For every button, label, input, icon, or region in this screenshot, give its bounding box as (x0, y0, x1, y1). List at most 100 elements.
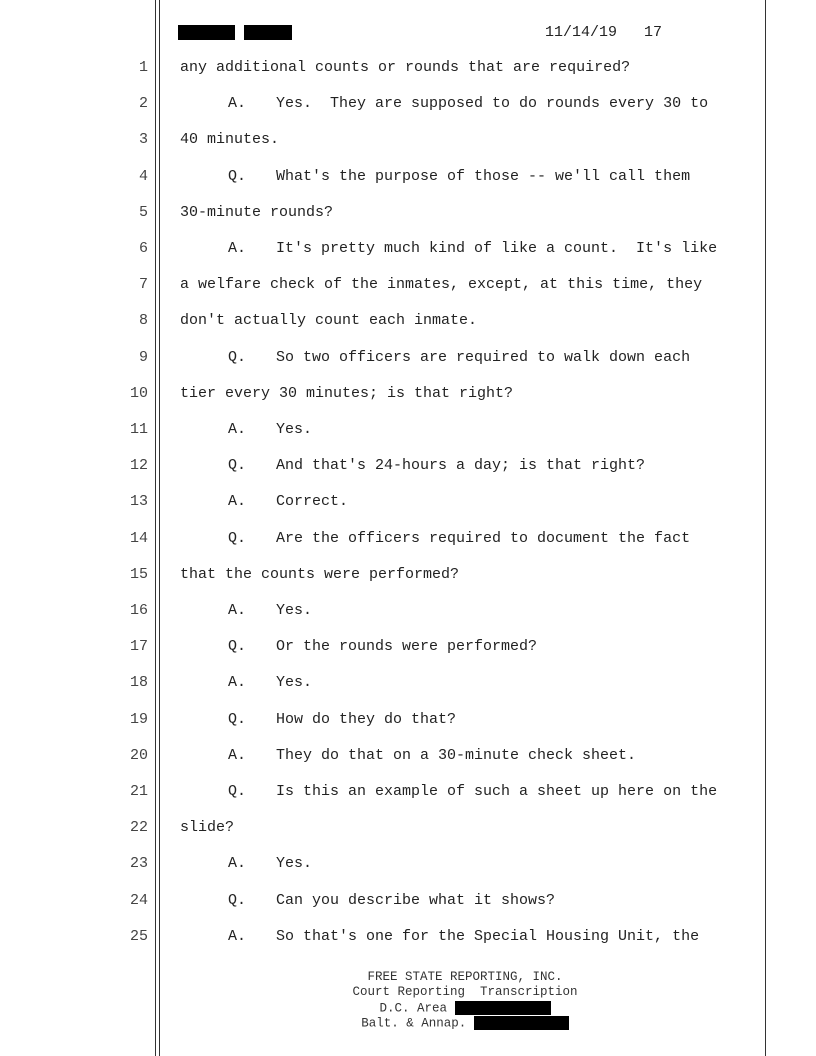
line-number: 12 (129, 457, 148, 475)
redacted-name-1 (178, 25, 235, 40)
line-text: Can you describe what it shows? (276, 891, 556, 909)
transcript-line: 9 Q. So two officers are required to walk … (0, 348, 816, 368)
line-text: Yes. They are supposed to do rounds ever… (276, 95, 709, 113)
transcript-line: 2 A. Yes. They are supposed to do rounds e… (0, 94, 816, 114)
line-text: Yes. (276, 602, 313, 619)
margin-line-left-inner (159, 0, 160, 1056)
line-text: And that's 24-hours a day; is that right… (276, 457, 646, 475)
speaker-label: A. (228, 421, 247, 438)
speaker-label: A. (228, 493, 247, 511)
transcript-line: 25 A. So that's one for the Special Housin… (0, 927, 816, 947)
transcript-line: 4 Q. What's the purpose of those -- we'll … (0, 167, 816, 187)
line-text: Or the rounds were performed? (276, 638, 538, 656)
line-number: 6 (138, 240, 148, 257)
line-number: 17 (129, 638, 148, 656)
speaker-label: A. (228, 95, 247, 113)
speaker-label: Q. (228, 710, 247, 728)
line-number: 16 (129, 602, 148, 619)
transcript-line: 10 tier every 30 minutes; is that right? (0, 384, 816, 404)
speaker-label: A. (228, 855, 247, 873)
speaker-label: Q. (228, 529, 247, 547)
line-number: 15 (129, 565, 148, 583)
line-number: 7 (138, 276, 148, 294)
speaker-label: Q. (228, 348, 247, 366)
line-number: 23 (129, 855, 148, 873)
line-number: 9 (138, 348, 148, 366)
redacted-balt-phone (473, 1015, 569, 1030)
header-date: 11/14/19 (545, 24, 618, 41)
transcript-line: 12 Q. And that's 24-hours a day; is that r… (0, 456, 816, 476)
footer: FREE STATE REPORTING, INC. Court Reporti… (265, 970, 665, 1031)
redacted-name-2 (244, 25, 292, 40)
transcript-line: 17 Q. Or the rounds were performed? (0, 637, 816, 657)
line-text: Are the officers required to document th… (276, 529, 691, 547)
speaker-label: Q. (228, 891, 247, 909)
transcript-line: 22 slide? (0, 818, 816, 838)
footer-balt: Balt. & Annap. (265, 1015, 665, 1031)
transcript-line: 8 don't actually count each inmate. (0, 311, 816, 331)
line-number: 21 (129, 783, 148, 800)
line-number: 4 (138, 167, 148, 185)
transcript-line: 14 Q. Are the officers required to documen… (0, 529, 816, 549)
line-number: 1 (138, 59, 148, 76)
line-text: tier every 30 minutes; is that right? (180, 384, 514, 402)
line-text: 40 minutes. (180, 131, 280, 149)
line-number: 10 (129, 384, 148, 402)
line-text: that the counts were performed? (180, 565, 460, 583)
page-number: 17 (644, 24, 663, 41)
line-number: 14 (129, 529, 148, 547)
header-date-page: 11/14/19 17 (545, 24, 662, 41)
line-text: So two officers are required to walk dow… (276, 348, 691, 366)
line-number: 2 (138, 95, 148, 113)
line-text: Yes. (276, 674, 313, 692)
line-number: 5 (138, 203, 148, 221)
speaker-label: A. (228, 746, 247, 764)
margin-line-right (765, 0, 766, 1056)
line-number: 25 (129, 927, 148, 945)
line-text: Yes. (276, 855, 313, 873)
line-text: What's the purpose of those -- we'll cal… (276, 167, 691, 185)
line-number: 18 (129, 674, 148, 692)
line-text: don't actually count each inmate. (180, 312, 478, 330)
line-number: 24 (129, 891, 148, 909)
transcript-line: 3 40 minutes. (0, 130, 816, 150)
transcript-line: 23 A. Yes. (0, 854, 816, 874)
footer-balt-label: Balt. & Annap. (361, 1016, 467, 1031)
footer-company: FREE STATE REPORTING, INC. (367, 970, 563, 984)
line-text: Correct. (276, 493, 349, 511)
line-number: 22 (129, 819, 148, 837)
line-text: Is this an example of such a sheet up he… (276, 783, 718, 800)
footer-dc-label: D.C. Area (379, 1000, 447, 1015)
transcript-line: 13 A. Correct. (0, 492, 816, 512)
line-number: 3 (138, 131, 148, 149)
transcript-line: 24 Q. Can you describe what it shows? (0, 891, 816, 911)
line-text: 30-minute rounds? (180, 203, 334, 221)
line-text: Yes. (276, 421, 313, 438)
speaker-label: Q. (228, 638, 247, 656)
speaker-label: A. (228, 602, 247, 619)
line-number: 20 (129, 746, 148, 764)
line-text: any additional counts or rounds that are… (180, 59, 631, 76)
line-number: 8 (138, 312, 148, 330)
transcript-line: 5 30-minute rounds? (0, 203, 816, 223)
redacted-dc-phone (454, 1000, 551, 1015)
line-text: It's pretty much kind of like a count. I… (276, 240, 718, 257)
transcript-line: 16 A. Yes. (0, 601, 816, 621)
footer-dc: D.C. Area (265, 1000, 665, 1016)
footer-services: Court Reporting Transcription (352, 985, 578, 1000)
line-text: So that's one for the Special Housing Un… (276, 927, 700, 945)
line-text: How do they do that? (276, 710, 457, 728)
margin-line-left-outer (155, 0, 156, 1056)
speaker-label: Q. (228, 457, 247, 475)
line-text: slide? (180, 819, 235, 837)
speaker-label: A. (228, 927, 247, 945)
line-number: 13 (129, 493, 148, 511)
speaker-label: Q. (228, 167, 247, 185)
